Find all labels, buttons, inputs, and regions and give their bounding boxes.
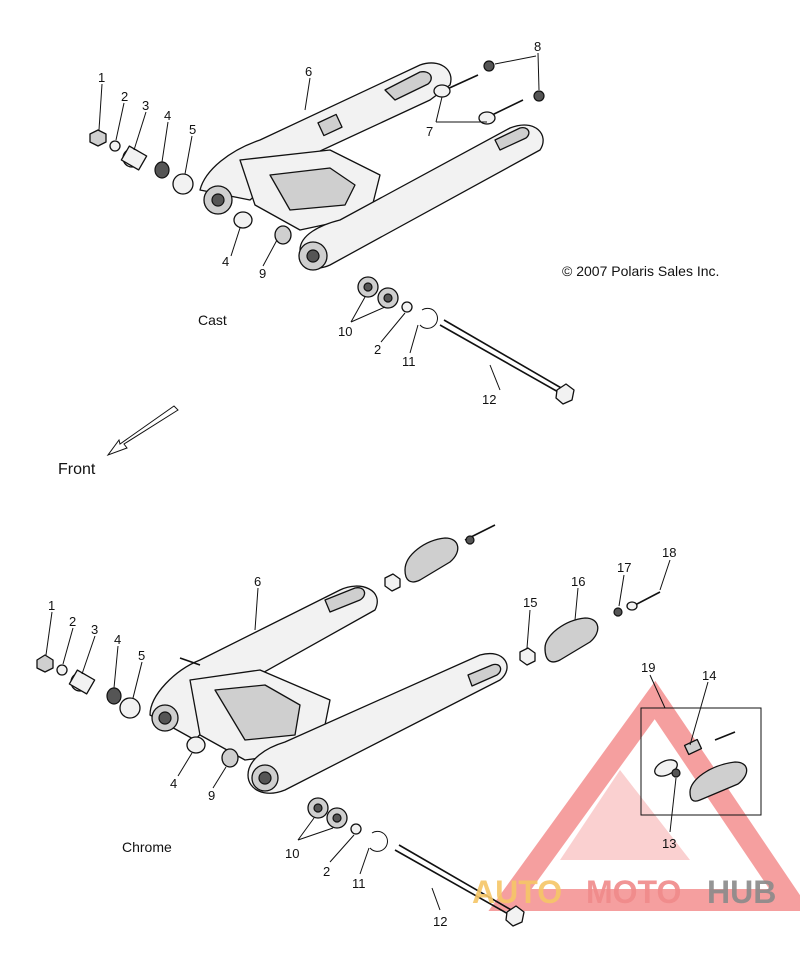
callout-2: 2 xyxy=(121,89,128,104)
cast-crossmember xyxy=(239,149,381,231)
callout-15: 15 xyxy=(523,595,537,610)
callout-4b: 4 xyxy=(222,254,229,269)
callout-3: 3 xyxy=(142,98,149,113)
callout-9: 9 xyxy=(208,788,215,803)
chrome-assembly xyxy=(36,524,762,927)
callout-19: 19 xyxy=(641,660,655,675)
chrome-caption: Chrome xyxy=(122,839,172,855)
callout-1: 1 xyxy=(48,598,55,613)
cast-pivot-stack-right xyxy=(357,276,575,405)
callout-3: 3 xyxy=(91,622,98,637)
cast-caption: Cast xyxy=(198,312,227,328)
callout-4: 4 xyxy=(164,108,171,123)
callout-2b: 2 xyxy=(374,342,381,357)
watermark-text: AUTO MOTO HUB xyxy=(472,874,776,910)
callout-12: 12 xyxy=(482,392,496,407)
callout-6: 6 xyxy=(254,574,261,589)
cast-callouts xyxy=(98,52,540,391)
cast-shock-bolts xyxy=(433,60,545,125)
cast-labels: 1 2 3 4 5 6 7 8 4 9 10 2 11 12 Cast xyxy=(98,39,541,407)
callout-16: 16 xyxy=(571,574,585,589)
chrome-pivot-stack-left xyxy=(36,654,239,768)
callout-7: 7 xyxy=(426,124,433,139)
callout-9: 9 xyxy=(259,266,266,281)
callout-11: 11 xyxy=(402,354,416,369)
callout-14: 14 xyxy=(702,668,716,683)
callout-5: 5 xyxy=(138,648,145,663)
watermark-moto: MOTO xyxy=(586,874,681,910)
watermark-hub: HUB xyxy=(707,874,776,910)
callout-6: 6 xyxy=(305,64,312,79)
chrome-lower-arm xyxy=(247,652,508,794)
chrome-callouts xyxy=(45,559,709,911)
front-arrow xyxy=(106,405,179,457)
watermark-auto: AUTO xyxy=(472,874,562,910)
cast-pivot-stack-left xyxy=(89,129,292,245)
copyright-text: © 2007 Polaris Sales Inc. xyxy=(562,263,719,279)
callout-13: 13 xyxy=(662,836,676,851)
callout-10: 10 xyxy=(338,324,352,339)
callout-5: 5 xyxy=(189,122,196,137)
callout-4: 4 xyxy=(114,632,121,647)
callout-2: 2 xyxy=(69,614,76,629)
callout-18: 18 xyxy=(662,545,676,560)
callout-17: 17 xyxy=(617,560,631,575)
callout-10: 10 xyxy=(285,846,299,861)
chrome-labels: 1 2 3 4 5 6 15 16 17 18 19 14 13 4 9 10 … xyxy=(48,545,716,929)
callout-12: 12 xyxy=(433,914,447,929)
callout-1: 1 xyxy=(98,70,105,85)
front-label: Front xyxy=(58,461,96,478)
cast-assembly xyxy=(89,60,575,405)
callout-2b: 2 xyxy=(323,864,330,879)
callout-4b: 4 xyxy=(170,776,177,791)
cast-lower-arm xyxy=(298,124,544,271)
callout-11: 11 xyxy=(352,876,366,891)
callout-8: 8 xyxy=(534,39,541,54)
watermark-logo xyxy=(488,680,800,911)
chrome-pivot-stack-right xyxy=(307,797,525,927)
chrome-shock-mounts xyxy=(384,524,661,666)
